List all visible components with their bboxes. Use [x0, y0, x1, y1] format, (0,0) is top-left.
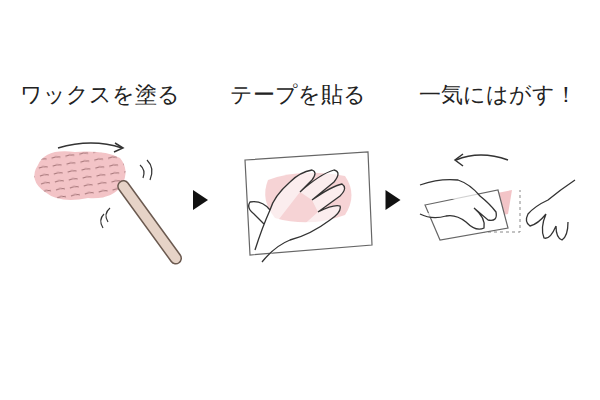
- tape-sheet: [245, 152, 372, 255]
- step-arrow: [386, 190, 401, 210]
- peel-step-figure: [420, 154, 575, 240]
- step-panel: テープを貼る: [215, 82, 380, 272]
- step-panel: ワックスを塗る: [15, 82, 185, 272]
- step-heading: ワックスを塗る: [15, 82, 185, 108]
- step-panel: 一気にはがす！: [405, 82, 590, 272]
- motion-arrow: [58, 143, 122, 148]
- wax-blob: [34, 151, 125, 200]
- pulling-hand: [420, 180, 496, 230]
- step-heading: 一気にはがす！: [405, 82, 590, 108]
- shake-marks: [140, 160, 152, 180]
- shake-marks: [101, 208, 110, 228]
- thumb: [249, 202, 270, 224]
- step-heading: テープを貼る: [215, 82, 380, 108]
- pull-arrow-head: [455, 154, 463, 166]
- hand: [255, 170, 345, 262]
- wax-step-figure: [34, 143, 183, 266]
- hair-texture: [34, 151, 125, 200]
- holding-hand: [526, 180, 575, 240]
- spatula: [116, 179, 184, 266]
- pull-arrow: [456, 155, 508, 160]
- step-arrow: [193, 190, 208, 210]
- tape-step-figure: [245, 152, 372, 262]
- motion-arrow-head: [114, 143, 123, 152]
